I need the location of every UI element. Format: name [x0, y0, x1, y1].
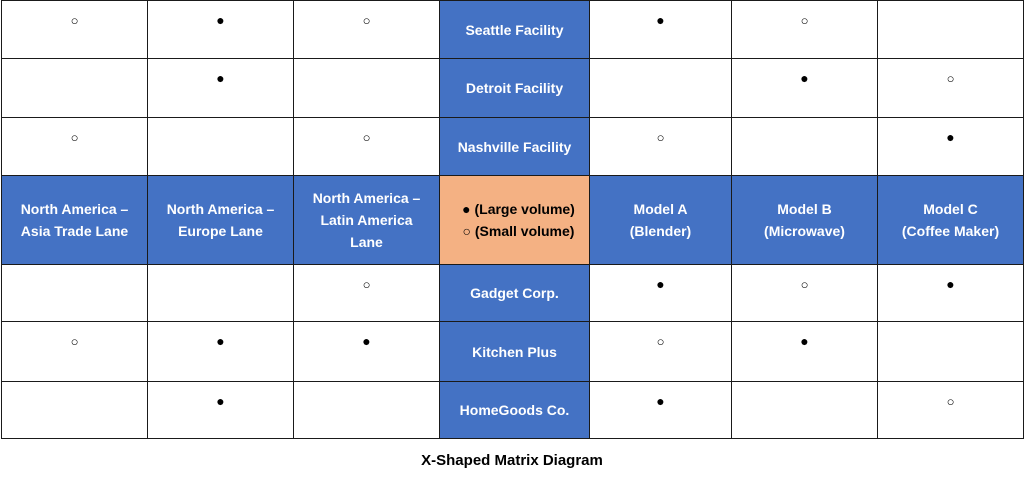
- cell-tl-1-1: ●: [147, 58, 294, 118]
- cell-br-2-0: ●: [589, 381, 732, 439]
- cell-br-1-1: ●: [731, 321, 878, 382]
- model-c-name: Model C: [923, 201, 978, 217]
- customer-homegoods: HomeGoods Co.: [439, 381, 590, 439]
- cell-bl-2-1: ●: [147, 381, 294, 439]
- mark-tr-0-0: ●: [656, 12, 665, 28]
- cell-tr-0-0: ●: [589, 0, 732, 59]
- cell-bl-2-0: [1, 381, 148, 439]
- cell-tr-2-1: [731, 117, 878, 176]
- cell-bl-0-2: ○: [293, 264, 440, 322]
- cell-tr-2-2: ●: [877, 117, 1024, 176]
- lane-asia: North America – Asia Trade Lane: [1, 175, 148, 265]
- lane-europe-line-1: North America –: [166, 201, 275, 217]
- cell-br-0-2: ●: [877, 264, 1024, 322]
- mark-tl-0-2: ○: [362, 13, 371, 28]
- lane-latam-line-1: North America –: [312, 190, 421, 206]
- customer-kitchen-plus: Kitchen Plus: [439, 321, 590, 382]
- cell-tl-1-0: [1, 58, 148, 118]
- mark-br-2-0: ●: [656, 393, 665, 409]
- row-customer-2: ○ ● ● Kitchen Plus ○ ●: [1, 321, 1024, 382]
- model-b-name: Model B: [777, 201, 832, 217]
- mark-br-2-2: ○: [946, 394, 955, 409]
- model-a-name: Model A: [633, 201, 688, 217]
- mark-br-0-0: ●: [656, 276, 665, 292]
- cell-tr-0-2: [877, 0, 1024, 59]
- lane-latin-america: North America – Latin America Lane: [293, 175, 440, 265]
- row-center: North America – Asia Trade Lane North Am…: [1, 175, 1024, 265]
- mark-br-1-0: ○: [656, 334, 665, 349]
- mark-tr-0-1: ○: [800, 13, 809, 28]
- cell-bl-1-0: ○: [1, 321, 148, 382]
- mark-bl-2-1: ●: [216, 393, 225, 409]
- cell-br-0-1: ○: [731, 264, 878, 322]
- row-customer-1: ○ Gadget Corp. ● ○ ●: [1, 264, 1024, 322]
- legend-small: ○ (Small volume): [462, 223, 575, 239]
- cell-tl-0-2: ○: [293, 0, 440, 59]
- row-customer-3: ● HomeGoods Co. ● ○: [1, 381, 1024, 439]
- cell-tl-2-1: [147, 117, 294, 176]
- mark-br-0-1: ○: [800, 277, 809, 292]
- customer-gadget-corp: Gadget Corp.: [439, 264, 590, 322]
- cell-tr-0-1: ○: [731, 0, 878, 59]
- lane-latam-line-2: Latin America: [320, 212, 413, 228]
- cell-br-1-0: ○: [589, 321, 732, 382]
- cell-tr-2-0: ○: [589, 117, 732, 176]
- row-facility-2: ● Detroit Facility ● ○: [1, 58, 1024, 118]
- facility-detroit: Detroit Facility: [439, 58, 590, 118]
- mark-bl-1-0: ○: [70, 334, 79, 349]
- cell-br-1-2: [877, 321, 1024, 382]
- cell-bl-1-2: ●: [293, 321, 440, 382]
- mark-tr-2-0: ○: [656, 130, 665, 145]
- mark-tr-1-2: ○: [946, 71, 955, 86]
- cell-bl-1-1: ●: [147, 321, 294, 382]
- cell-tr-1-1: ●: [731, 58, 878, 118]
- mark-tl-0-0: ○: [70, 13, 79, 28]
- cell-br-0-0: ●: [589, 264, 732, 322]
- cell-bl-2-2: [293, 381, 440, 439]
- mark-tl-0-1: ●: [216, 12, 225, 28]
- cell-tl-2-0: ○: [1, 117, 148, 176]
- mark-br-1-1: ●: [800, 333, 809, 349]
- diagram-caption: X-Shaped Matrix Diagram: [421, 452, 603, 469]
- cell-tl-0-0: ○: [1, 0, 148, 59]
- mark-bl-1-2: ●: [362, 333, 371, 349]
- mark-tl-2-2: ○: [362, 130, 371, 145]
- mark-tl-2-0: ○: [70, 130, 79, 145]
- cell-br-2-2: ○: [877, 381, 1024, 439]
- model-c: Model C (Coffee Maker): [877, 175, 1024, 265]
- lane-latam-line-3: Lane: [350, 234, 383, 250]
- model-b-desc: (Microwave): [764, 223, 845, 239]
- mark-tr-1-1: ●: [800, 70, 809, 86]
- mark-tr-2-2: ●: [946, 129, 955, 145]
- mark-bl-1-1: ●: [216, 333, 225, 349]
- row-facility-3: ○ ○ Nashville Facility ○ ●: [1, 117, 1024, 176]
- model-a-desc: (Blender): [629, 223, 692, 239]
- cell-tl-1-2: [293, 58, 440, 118]
- mark-br-0-2: ●: [946, 276, 955, 292]
- row-facility-1: ○ ● ○ Seattle Facility ● ○: [1, 0, 1024, 59]
- lane-europe-line-2: Europe Lane: [178, 223, 263, 239]
- cell-tr-1-0: [589, 58, 732, 118]
- cell-tl-0-1: ●: [147, 0, 294, 59]
- facility-seattle: Seattle Facility: [439, 0, 590, 59]
- legend-large: ● (Large volume): [462, 201, 575, 217]
- lane-asia-line-1: North America –: [20, 201, 129, 217]
- facility-nashville: Nashville Facility: [439, 117, 590, 176]
- model-c-desc: (Coffee Maker): [901, 223, 1000, 239]
- mark-tl-1-1: ●: [216, 70, 225, 86]
- cell-bl-0-0: [1, 264, 148, 322]
- cell-bl-0-1: [147, 264, 294, 322]
- x-matrix: ○ ● ○ Seattle Facility ● ○ ● Detroit Fac…: [1, 0, 1024, 439]
- mark-bl-0-2: ○: [362, 277, 371, 292]
- cell-tr-1-2: ○: [877, 58, 1024, 118]
- lane-asia-line-2: Asia Trade Lane: [20, 223, 129, 239]
- model-a: Model A (Blender): [589, 175, 732, 265]
- cell-br-2-1: [731, 381, 878, 439]
- lane-europe: North America – Europe Lane: [147, 175, 294, 265]
- cell-tl-2-2: ○: [293, 117, 440, 176]
- legend-cell: ● (Large volume) ○ (Small volume): [439, 175, 590, 265]
- model-b: Model B (Microwave): [731, 175, 878, 265]
